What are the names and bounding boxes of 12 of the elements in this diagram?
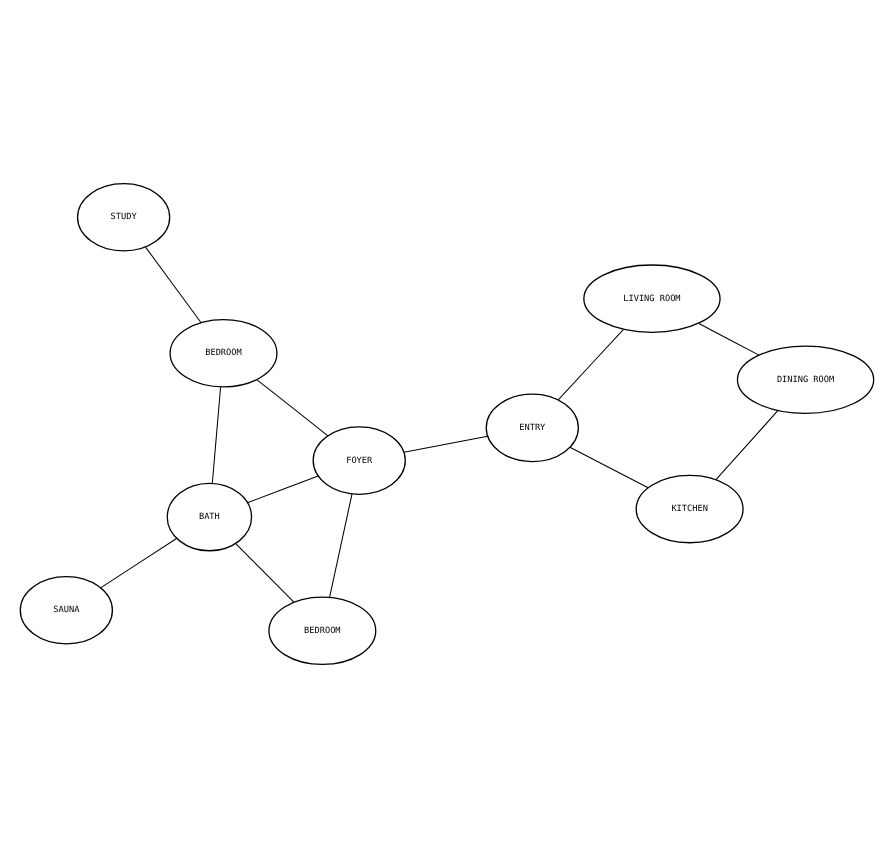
connector (569, 445, 649, 488)
connector (211, 385, 222, 483)
connector (100, 536, 178, 588)
connector (715, 409, 779, 480)
connector (329, 492, 353, 597)
connector (256, 378, 329, 436)
connector (698, 321, 760, 355)
connector (557, 328, 624, 400)
connector (145, 245, 202, 323)
connector (247, 474, 319, 503)
connector (235, 542, 295, 602)
connector (403, 434, 489, 452)
